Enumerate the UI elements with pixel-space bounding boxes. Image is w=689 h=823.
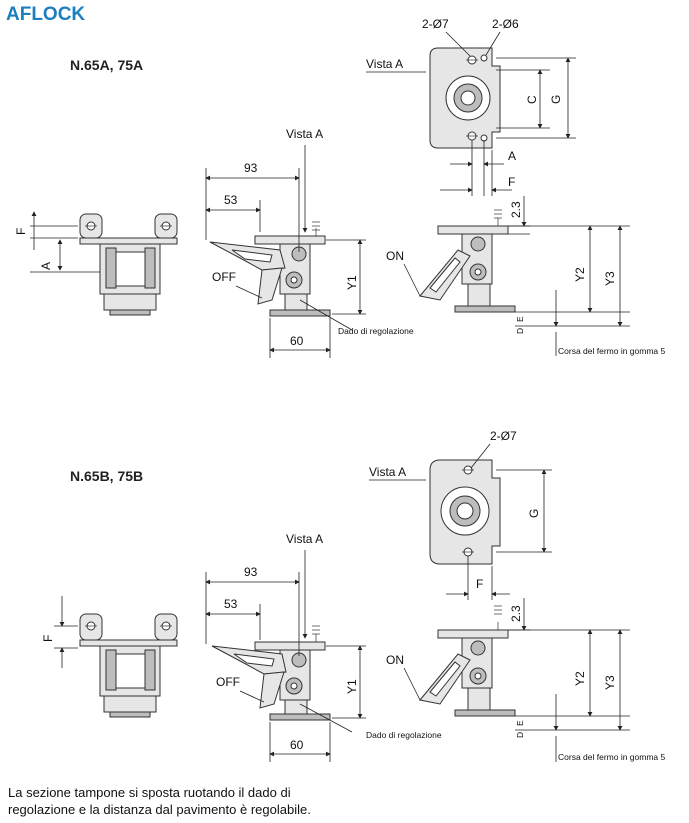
view-a-plate-a: Vista A 2-Ø7 2-Ø6 C G A F: [366, 17, 576, 196]
view-a-plate-b: Vista A 2-Ø7 G F: [369, 429, 552, 600]
dim-a-front: A: [39, 262, 53, 270]
dim-d-b: D: [515, 732, 525, 738]
dim-e-a: E: [515, 316, 525, 322]
variant-title-a: N.65A, 75A: [70, 57, 144, 73]
dim-d-a: D: [515, 328, 525, 334]
variant-title-b: N.65B, 75B: [70, 468, 144, 484]
side-view-on-a: ON 2.3 Y2 Y3 E D Corsa del fermo in gomm…: [386, 196, 666, 356]
dim-c-a: C: [525, 95, 539, 104]
dim-60-b: 60: [290, 738, 304, 752]
section-a: F A 93 53: [14, 17, 666, 358]
dim-93-a: 93: [244, 161, 258, 175]
off-label-b: OFF: [216, 675, 240, 689]
dim-y2-a: Y2: [573, 267, 587, 282]
holes-1-b: 2-Ø7: [490, 429, 517, 443]
holes-2-a: 2-Ø6: [492, 17, 519, 31]
footnote: La sezione tampone si sposta ruotando il…: [8, 785, 311, 817]
side-view-off-b: 93 53 60 Y1 Vista A OFF Dado di regolazi…: [205, 532, 442, 762]
on-label-b: ON: [386, 653, 404, 667]
dim-f-front-b: F: [41, 635, 55, 642]
dim-y2-b: Y2: [573, 671, 587, 686]
dim-23-b: 2.3: [509, 605, 523, 622]
dim-a-view: A: [508, 149, 516, 163]
dim-y1-b: Y1: [345, 679, 359, 694]
holes-1-a: 2-Ø7: [422, 17, 449, 31]
front-view-a: F A: [14, 211, 178, 316]
dim-53-b: 53: [224, 597, 238, 611]
front-view-b: F: [41, 596, 178, 718]
dim-53-a: 53: [224, 193, 238, 207]
page-title: AFLOCK: [6, 4, 86, 25]
on-label-a: ON: [386, 249, 404, 263]
view-ref-b: Vista A: [286, 532, 323, 546]
side-view-on-b: ON 2.3 Y2 Y3 E D Corsa del fermo in gomm…: [386, 598, 666, 762]
view-label-a: Vista A: [366, 57, 403, 71]
off-label-a: OFF: [212, 270, 236, 284]
section-b: F 93 53 60: [41, 429, 666, 762]
stroke-label-a: Corsa del fermo in gomma 5: [558, 346, 666, 356]
dim-g-b: G: [527, 509, 541, 518]
dim-f-front: F: [14, 228, 28, 235]
nut-label-b: Dado di regolazione: [366, 730, 442, 740]
dim-f-view-a: F: [508, 175, 515, 189]
dim-y1-a: Y1: [345, 275, 359, 290]
dim-23-a: 2.3: [509, 201, 523, 218]
dim-93-b: 93: [244, 565, 258, 579]
view-label-b: Vista A: [369, 465, 406, 479]
dim-60-a: 60: [290, 334, 304, 348]
stroke-label-b: Corsa del fermo in gomma 5: [558, 752, 666, 762]
dim-y3-b: Y3: [603, 675, 617, 690]
nut-label-a: Dado di regolazione: [338, 326, 414, 336]
dim-f-view-b: F: [476, 577, 483, 591]
side-view-off-a: 93 53 60 Y1 Vista A OFF Dado di regolazi…: [205, 127, 414, 358]
view-ref-a: Vista A: [286, 127, 323, 141]
dim-y3-a: Y3: [603, 271, 617, 286]
dim-e-b: E: [515, 720, 525, 726]
dim-g-a: G: [549, 95, 563, 104]
